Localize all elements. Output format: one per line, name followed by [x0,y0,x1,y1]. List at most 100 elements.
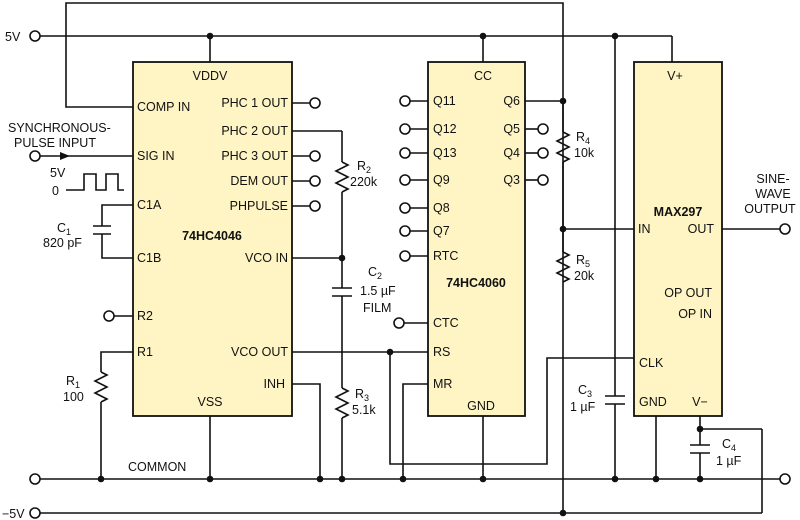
r3-value: 5.1k [352,403,376,417]
r3-ref: R3 [355,387,369,403]
u1-vdd-label: VDDV [193,69,228,83]
u2-q11-label: Q11 [433,94,456,108]
u3-vminus-label: V− [692,395,708,409]
output-label-line2: WAVE [755,187,790,201]
u3-op-in-label: OP IN [678,307,712,321]
u3-vplus-label: V+ [667,69,683,83]
output-label-line3: OUTPUT [744,202,796,216]
terminal-common-left[interactable] [29,473,41,485]
terminal-sync-input[interactable] [29,150,41,162]
u1-vco-out-label: VCO OUT [231,345,288,359]
junction-dots [97,32,704,517]
terminal-q9[interactable] [399,174,411,186]
rail-neg5v-label: −5V [2,507,25,520]
output-label-line1: SINE- [756,172,789,186]
c2-note: FILM [363,301,391,315]
u1-phc2-label: PHC 2 OUT [221,124,288,138]
pulse-high-label: 5V [50,166,66,180]
terminal-5v[interactable] [29,30,41,42]
terminal-q8[interactable] [399,202,411,214]
u1-sig-in-label: SIG IN [137,149,175,163]
u1-part-number: 74HC4046 [182,229,242,243]
c4-value: 1 µF [716,454,742,468]
u2-chip-body [427,61,526,417]
terminal-ctc[interactable] [393,317,405,329]
u3-gnd-label: GND [639,395,667,409]
u2-q5-label: Q5 [503,122,520,136]
r2-value: 220k [350,175,378,189]
c3-value: 1 µF [570,400,596,414]
u1-vss-label: VSS [197,395,222,409]
terminal-q7[interactable] [399,225,411,237]
u1-comp-in-label: COMP IN [137,100,190,114]
u1-c1a-label: C1A [137,198,162,212]
u2-gnd-label: GND [467,399,495,413]
terminal-q5[interactable] [537,123,549,135]
c1-ref: C1 [57,221,71,237]
sync-input-label-line1: SYNCHRONOUS- [8,121,111,135]
u2-q13-label: Q13 [433,146,457,160]
terminal-dem-out[interactable] [309,175,321,187]
terminal-phpulse[interactable] [309,200,321,212]
c3-ref: C3 [578,383,592,399]
sync-input-label-line2: PULSE INPUT [14,136,96,150]
terminal-sine-output[interactable] [779,223,791,235]
c2-ref: C2 [368,265,382,281]
pulse-low-label: 0 [52,184,59,198]
u2-q12-label: Q12 [433,122,457,136]
wires [40,2,780,514]
terminal-q12[interactable] [399,123,411,135]
terminal-phc1-out[interactable] [309,97,321,109]
u2-part-number: 74HC4060 [446,276,506,290]
u3-in-label: IN [638,222,651,236]
u2-rs-label: RS [433,345,450,359]
terminal-q13[interactable] [399,147,411,159]
u3-chip-body [633,61,723,417]
u1-phc3-label: PHC 3 OUT [221,149,288,163]
u1-dem-label: DEM OUT [230,174,288,188]
terminal-phc3-out[interactable] [309,150,321,162]
r5-value: 20k [574,269,595,283]
u2-q3-label: Q3 [503,173,520,187]
terminal-q11[interactable] [399,95,411,107]
u3-out-label: OUT [688,222,715,236]
c2-value: 1.5 µF [360,284,396,298]
u1-r1-label: R1 [137,345,153,359]
u2-q8-label: Q8 [433,201,450,215]
u3-clk-label: CLK [639,356,664,370]
u2-mr-label: MR [433,377,452,391]
u2-q7-label: Q7 [433,224,450,238]
u1-phc1-label: PHC 1 OUT [221,96,288,110]
c4-ref: C4 [722,437,736,453]
rail-5v-label: 5V [5,30,21,44]
u1-r2-label: R2 [137,309,153,323]
terminal-u1-r2[interactable] [103,310,115,322]
u2-cc-label: CC [474,69,492,83]
terminal-q3[interactable] [537,174,549,186]
input-arrow [60,152,70,160]
u1-inh-label: INH [263,377,285,391]
r1-ref: R1 [66,374,80,390]
terminal-rtc[interactable] [399,250,411,262]
terminal-neg5v[interactable] [29,507,41,519]
c1-value: 820 pF [43,236,82,250]
u1-chip-body [132,61,293,417]
u1-c1b-label: C1B [137,251,161,265]
u3-op-out-label: OP OUT [664,286,712,300]
rail-common-label: COMMON [128,460,186,474]
terminal-common-right[interactable] [779,473,791,485]
u2-rtc-label: RTC [433,249,458,263]
r4-value: 10k [574,146,595,160]
r2-ref: R2 [357,159,371,175]
r5-ref: R5 [576,253,590,269]
r1-value: 100 [63,390,84,404]
u2-q6-label: Q6 [503,94,520,108]
terminal-q4[interactable] [537,147,549,159]
u1-phpulse-label: PHPULSE [230,199,288,213]
u2-q9-label: Q9 [433,173,450,187]
u1-vco-in-label: VCO IN [245,251,288,265]
r4-ref: R4 [576,130,590,146]
u3-part-number: MAX297 [654,205,703,219]
u2-ctc-label: CTC [433,316,459,330]
